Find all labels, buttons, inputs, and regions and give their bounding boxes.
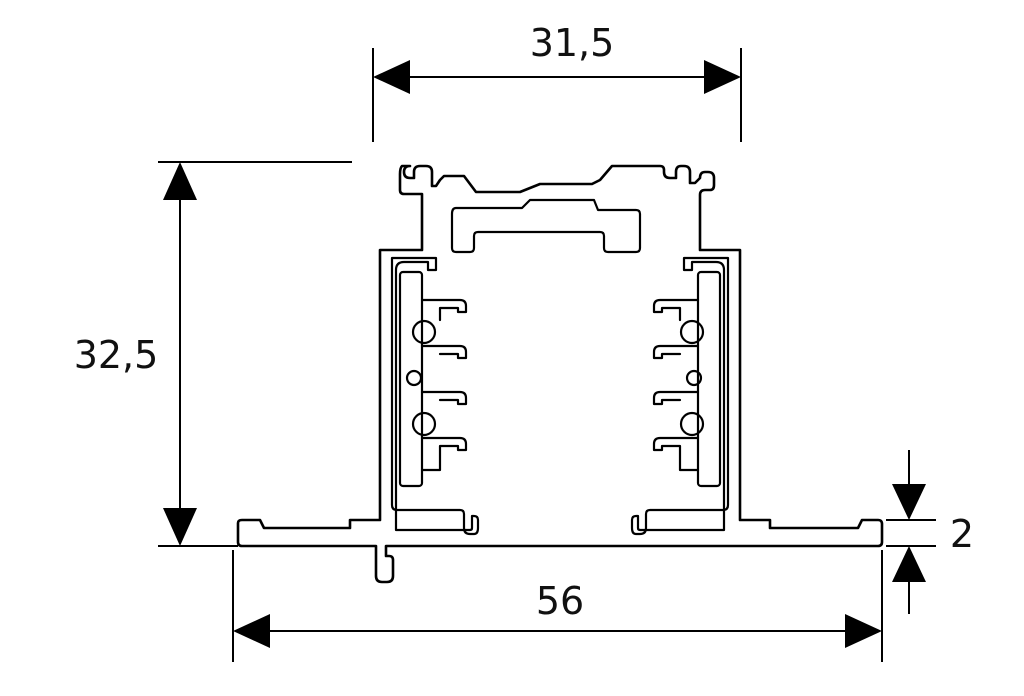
profile-right-wall [630, 256, 730, 536]
right-clip-1 [652, 298, 700, 322]
thickness-arrow-top [892, 484, 926, 520]
profile-left-wall [390, 256, 480, 536]
bottom-width-label: 56 [536, 579, 584, 623]
profile-outer-body [236, 164, 884, 584]
bottom-width-arrow-left [233, 614, 270, 648]
top-width-arrow-right [704, 60, 741, 94]
right-small-conductor [685, 369, 703, 387]
left-conductor-2 [411, 411, 437, 437]
dimension-top-width: 31,5 [372, 21, 742, 142]
right-conductor-1 [679, 319, 705, 345]
top-width-label: 31,5 [530, 21, 615, 65]
right-clip-3 [652, 390, 700, 406]
top-width-arrow-left [373, 60, 410, 94]
height-arrow-top [163, 162, 197, 200]
left-small-conductor [405, 369, 423, 387]
right-insert-strip [696, 270, 722, 488]
right-clip-2 [652, 344, 700, 360]
dimension-bottom-width: 56 [232, 550, 883, 662]
height-arrow-bottom [163, 508, 197, 546]
left-clip-1 [420, 298, 468, 322]
left-clip-3 [420, 390, 468, 406]
left-clip-2 [420, 344, 468, 360]
dimension-height: 32,5 [74, 161, 352, 547]
profile-top-channel [450, 198, 642, 254]
bottom-width-arrow-right [845, 614, 882, 648]
dimension-flange-thickness: 2 [886, 450, 974, 614]
left-conductor-insert [398, 270, 468, 488]
right-clip-4 [652, 436, 700, 472]
left-conductor-1 [411, 319, 437, 345]
thickness-arrow-bottom [892, 546, 926, 582]
thickness-label: 2 [950, 512, 974, 556]
left-clip-4 [420, 436, 468, 472]
rail-profile [236, 164, 884, 584]
right-conductor-2 [679, 411, 705, 437]
right-conductor-insert [652, 270, 722, 488]
height-label: 32,5 [74, 333, 159, 377]
